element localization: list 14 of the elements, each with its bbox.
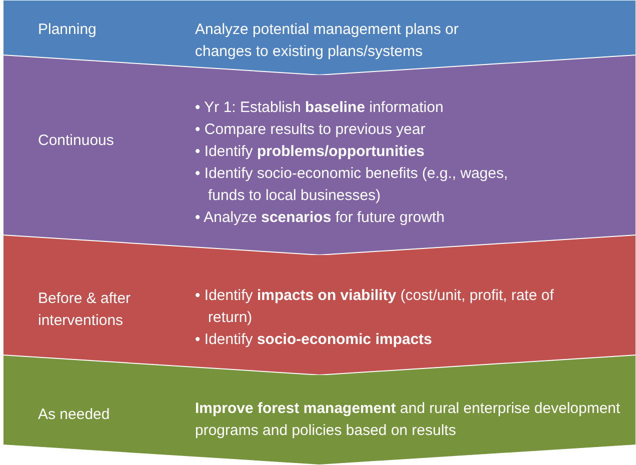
description-text: Improve forest management and rural enterprise development programs and policies based on results <box>195 399 622 441</box>
bullet-item: • Compare results to previous year <box>195 120 426 140</box>
bullet-item: • Identify problems/opportunities <box>195 142 426 162</box>
bullet-item: • Analyze scenarios for future growth <box>195 208 446 228</box>
bullet-item: • Identify impacts on viability (cost/unit, profit, rate of return) <box>195 286 555 328</box>
stage-label: As needed <box>38 405 111 425</box>
stage-label: Continuous <box>38 131 115 151</box>
bullet-item: • Yr 1: Establish baseline information <box>195 98 444 118</box>
stage-label: Planning <box>38 20 98 40</box>
bullet-item: • Identify socio-economic benefits (e.g., wages, funds to local businesses) <box>195 164 509 206</box>
chevron-band <box>3 0 636 75</box>
bullet-item: • Identify socio-economic impacts <box>195 330 434 350</box>
description-text: Analyze potential management plans or changes to existing plans/systems <box>195 20 460 62</box>
stage-label: Before & after interventions <box>38 289 132 331</box>
